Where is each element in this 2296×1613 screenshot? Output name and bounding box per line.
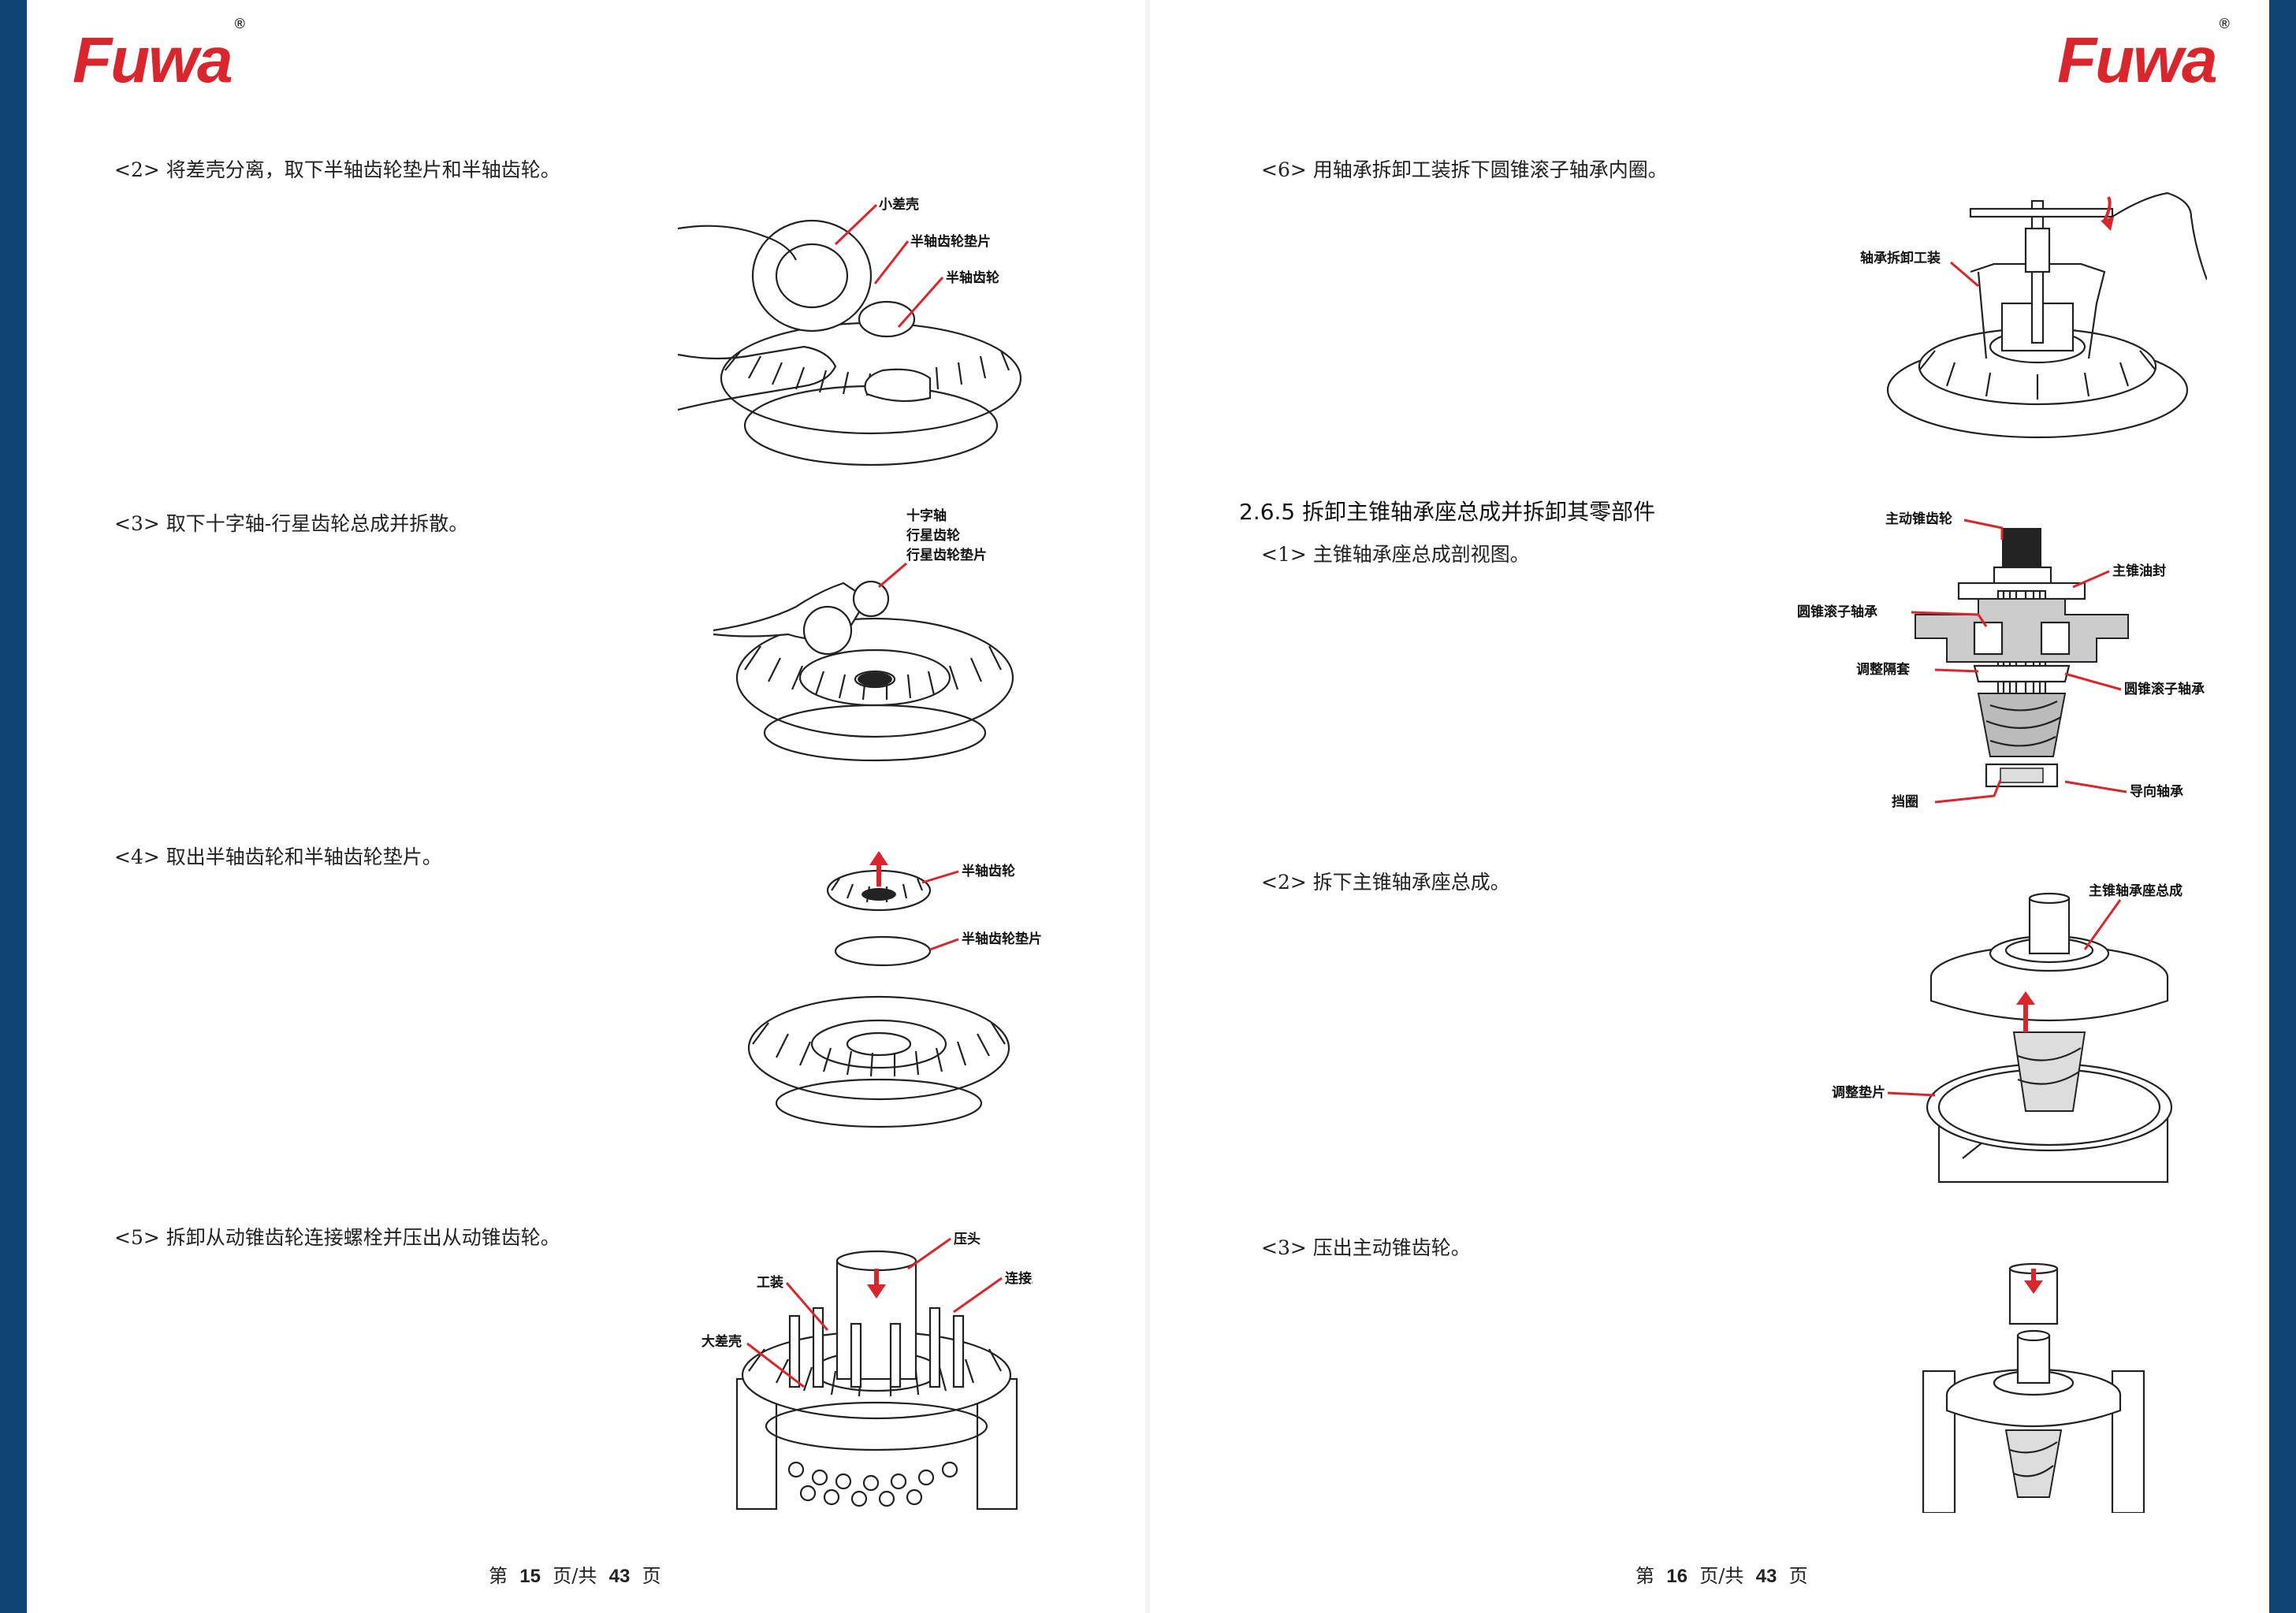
left-sidebar-bar <box>0 0 27 1613</box>
label-fixture: 工装 <box>757 1274 783 1291</box>
label-connecting-bolt: 连接螺栓 <box>1005 1270 1033 1287</box>
label-side-gear-4: 半轴齿轮 <box>962 863 1015 879</box>
step-2-text: <2> 将差壳分离，取下半轴齿轮垫片和半轴齿轮。 <box>114 158 560 181</box>
footer-page-left: 第 15 页/共 43 页 <box>489 1565 661 1587</box>
label-side-gear-washer-4: 半轴齿轮垫片 <box>962 931 1042 947</box>
figure-side-gear: 半轴齿轮 半轴齿轮垫片 <box>747 851 1042 1128</box>
page-spine <box>1145 0 1150 1613</box>
step-r2-text: <2> 拆下主锥轴承座总成。 <box>1261 871 1510 894</box>
figure-cross-shaft: 十字轴 行星齿轮 行星齿轮垫片 <box>713 507 1014 762</box>
step-6-text: <6> 用轴承拆卸工装拆下圆锥滚子轴承内圈。 <box>1261 158 1668 181</box>
section-title-2-6-5: 2.6.5 拆卸主锥轴承座总成并拆卸其零部件 <box>1239 499 1656 525</box>
label-adjusting-shim: 调整垫片 <box>1832 1084 1885 1101</box>
step-4-text: <4> 取出半轴齿轮和半轴齿轮垫片。 <box>114 846 442 868</box>
figure-separate-housings: 小差壳 半轴齿轮垫片 半轴齿轮 <box>678 196 1022 466</box>
label-retaining-ring: 挡圈 <box>1892 793 1918 810</box>
label-adjusting-spacer: 调整隔套 <box>1856 661 1911 678</box>
label-side-gear: 半轴齿轮 <box>946 269 999 286</box>
label-planet-gear: 行星齿轮 <box>906 527 960 544</box>
fuwa-logo-left: Fuwa® <box>73 15 245 96</box>
figure-pinion-bearing-cross-section: 主动锥齿轮 主锥油封 圆锥滚子轴承 调整隔套 圆锥滚子轴承 挡圈 导向轴承 <box>1797 511 2205 810</box>
step-r1-text: <1> 主锥轴承座总成剖视图。 <box>1261 543 1530 566</box>
step-3-text: <3> 取下十字轴-行星齿轮总成并拆散。 <box>114 512 469 535</box>
label-planet-gear-washer: 行星齿轮垫片 <box>906 547 987 563</box>
label-pinion-bearing-seat-assembly: 主锥轴承座总成 <box>2089 883 2183 899</box>
figure-press-driven-gear: 压头 工装 连接螺栓 大差壳 <box>701 1232 1033 1511</box>
label-drive-pinion: 主动锥齿轮 <box>1885 511 1952 527</box>
label-large-housing: 大差壳 <box>701 1333 742 1350</box>
label-pilot-bearing: 导向轴承 <box>2130 783 2183 800</box>
label-pinion-oil-seal: 主锥油封 <box>2112 563 2166 579</box>
label-side-gear-washer: 半轴齿轮垫片 <box>910 233 991 250</box>
figure-press-drive-pinion <box>1922 1262 2145 1513</box>
right-sidebar-bar <box>2269 0 2296 1613</box>
label-taper-bearing-upper: 圆锥滚子轴承 <box>1797 604 1877 620</box>
figure-bearing-puller: 轴承拆卸工装 <box>1860 191 2207 439</box>
label-small-housing: 小差壳 <box>879 196 919 213</box>
figure-remove-bearing-seat: 主锥轴承座总成 调整垫片 <box>1832 883 2183 1184</box>
footer-page-right: 第 16 页/共 43 页 <box>1635 1565 1808 1587</box>
label-cross-shaft: 十字轴 <box>906 507 947 524</box>
label-bearing-puller: 轴承拆卸工装 <box>1860 250 1941 266</box>
fuwa-logo-right: Fuwa® <box>2057 15 2230 96</box>
step-r3-text: <3> 压出主动锥齿轮。 <box>1261 1236 1471 1259</box>
step-5-text: <5> 拆卸从动锥齿轮连接螺栓并压出从动锥齿轮。 <box>114 1226 560 1249</box>
label-press-head: 压头 <box>954 1232 981 1247</box>
label-taper-bearing-lower: 圆锥滚子轴承 <box>2124 681 2205 697</box>
